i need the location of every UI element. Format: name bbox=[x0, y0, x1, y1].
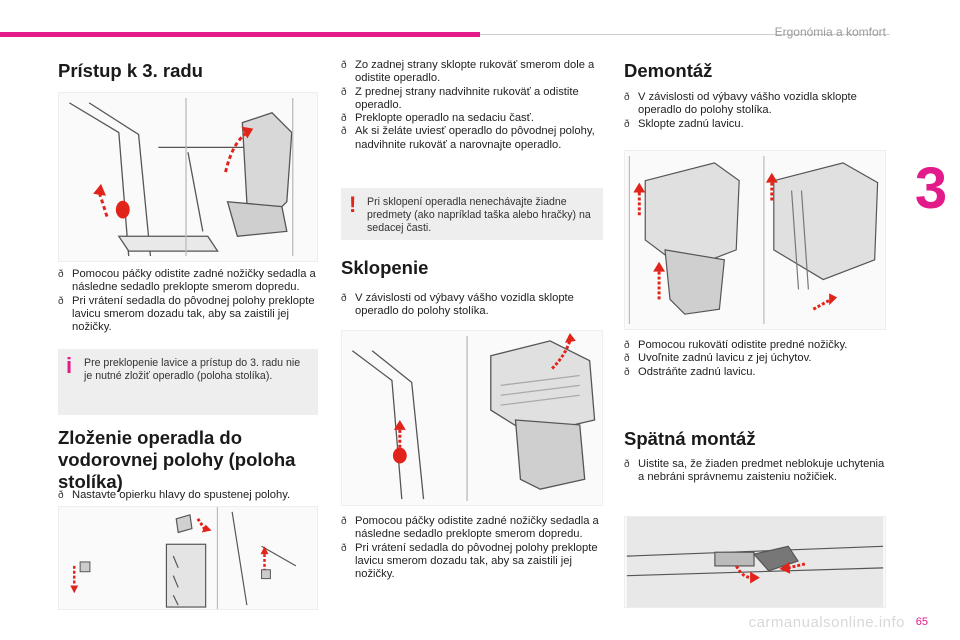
info-note: i Pre preklopenie lavice a prístup do 3.… bbox=[58, 349, 318, 415]
list-item: Pomocou páčky odistite zadné nožičky sed… bbox=[58, 268, 318, 295]
list-item: Ak si želáte uviesť operadlo do pôvodnej… bbox=[341, 125, 603, 152]
list-removal-steps: V závislosti od výbavy vášho vozidla skl… bbox=[624, 91, 886, 131]
illustration-seat-folding bbox=[341, 330, 603, 506]
page-number: 65 bbox=[915, 616, 928, 628]
list-item: Odstráňte zadnú lavicu. bbox=[624, 366, 886, 380]
list-item: Zo zadnej strany sklopte rukoväť smerom … bbox=[341, 59, 603, 86]
list-folding-steps-2: Pomocou páčky odistite zadné nožičky sed… bbox=[341, 515, 603, 581]
header-divider bbox=[480, 34, 890, 35]
info-icon: i bbox=[66, 353, 73, 378]
list-removal-steps-2: Pomocou rukovätí odistite predné nožičky… bbox=[624, 339, 886, 379]
list-item: Pri vrátení sedadla do pôvodnej polohy p… bbox=[341, 542, 603, 582]
list-item: Pomocou rukovätí odistite predné nožičky… bbox=[624, 339, 886, 353]
illustration-seat-tilt bbox=[58, 92, 318, 262]
list-item: V závislosti od výbavy vášho vozidla skl… bbox=[624, 91, 886, 118]
warning-icon: ! bbox=[349, 192, 357, 217]
chapter-number: 3 bbox=[914, 156, 948, 221]
illustration-headrest bbox=[58, 506, 318, 610]
warning-note-text: Pri sklopení operadla nenechávajte žiadn… bbox=[367, 196, 591, 234]
list-item: Pomocou páčky odistite zadné nožičky sed… bbox=[341, 515, 603, 542]
header-accent-bar bbox=[0, 32, 480, 37]
list-item: Uvoľnite zadnú lavicu z jej úchytov. bbox=[624, 352, 886, 366]
heading-access-third-row: Prístup k 3. radu bbox=[58, 60, 203, 81]
heading-removal: Demontáž bbox=[624, 60, 713, 81]
watermark: carmanualsonline.info bbox=[748, 614, 905, 631]
illustration-seat-anchors bbox=[624, 516, 886, 608]
list-item: Preklopte operadlo na sedaciu časť. bbox=[341, 112, 603, 126]
section-title: Ergonómia a komfort bbox=[774, 25, 886, 39]
list-item: Uistite sa, že žiaden predmet neblokuje … bbox=[624, 458, 886, 485]
list-item: Z prednej strany nadvihnite rukoväť a od… bbox=[341, 86, 603, 113]
heading-table-position: Zloženie operadla do vodorovnej polohy (… bbox=[58, 427, 296, 492]
illustration-seat-removal bbox=[624, 150, 886, 330]
list-item: Nastavte opierku hlavy do spustenej polo… bbox=[58, 489, 318, 503]
list-refitting-steps: Uistite sa, že žiaden predmet neblokuje … bbox=[624, 458, 886, 485]
list-item: Sklopte zadnú lavicu. bbox=[624, 118, 886, 132]
list-fold-backrest-steps: Zo zadnej strany sklopte rukoväť smerom … bbox=[341, 59, 603, 152]
list-access-steps: Pomocou páčky odistite zadné nožičky sed… bbox=[58, 268, 318, 334]
info-note-text: Pre preklopenie lavice a prístup do 3. r… bbox=[84, 357, 301, 382]
list-item: Pri vrátení sedadla do pôvodnej polohy p… bbox=[58, 295, 318, 335]
list-folding-steps: V závislosti od výbavy vášho vozidla skl… bbox=[341, 292, 603, 319]
list-item: V závislosti od výbavy vášho vozidla skl… bbox=[341, 292, 603, 319]
heading-folding: Sklopenie bbox=[341, 257, 429, 278]
warning-note: ! Pri sklopení operadla nenechávajte žia… bbox=[341, 188, 603, 240]
list-headrest-steps: Nastavte opierku hlavy do spustenej polo… bbox=[58, 489, 318, 503]
heading-refitting: Spätná montáž bbox=[624, 428, 756, 449]
